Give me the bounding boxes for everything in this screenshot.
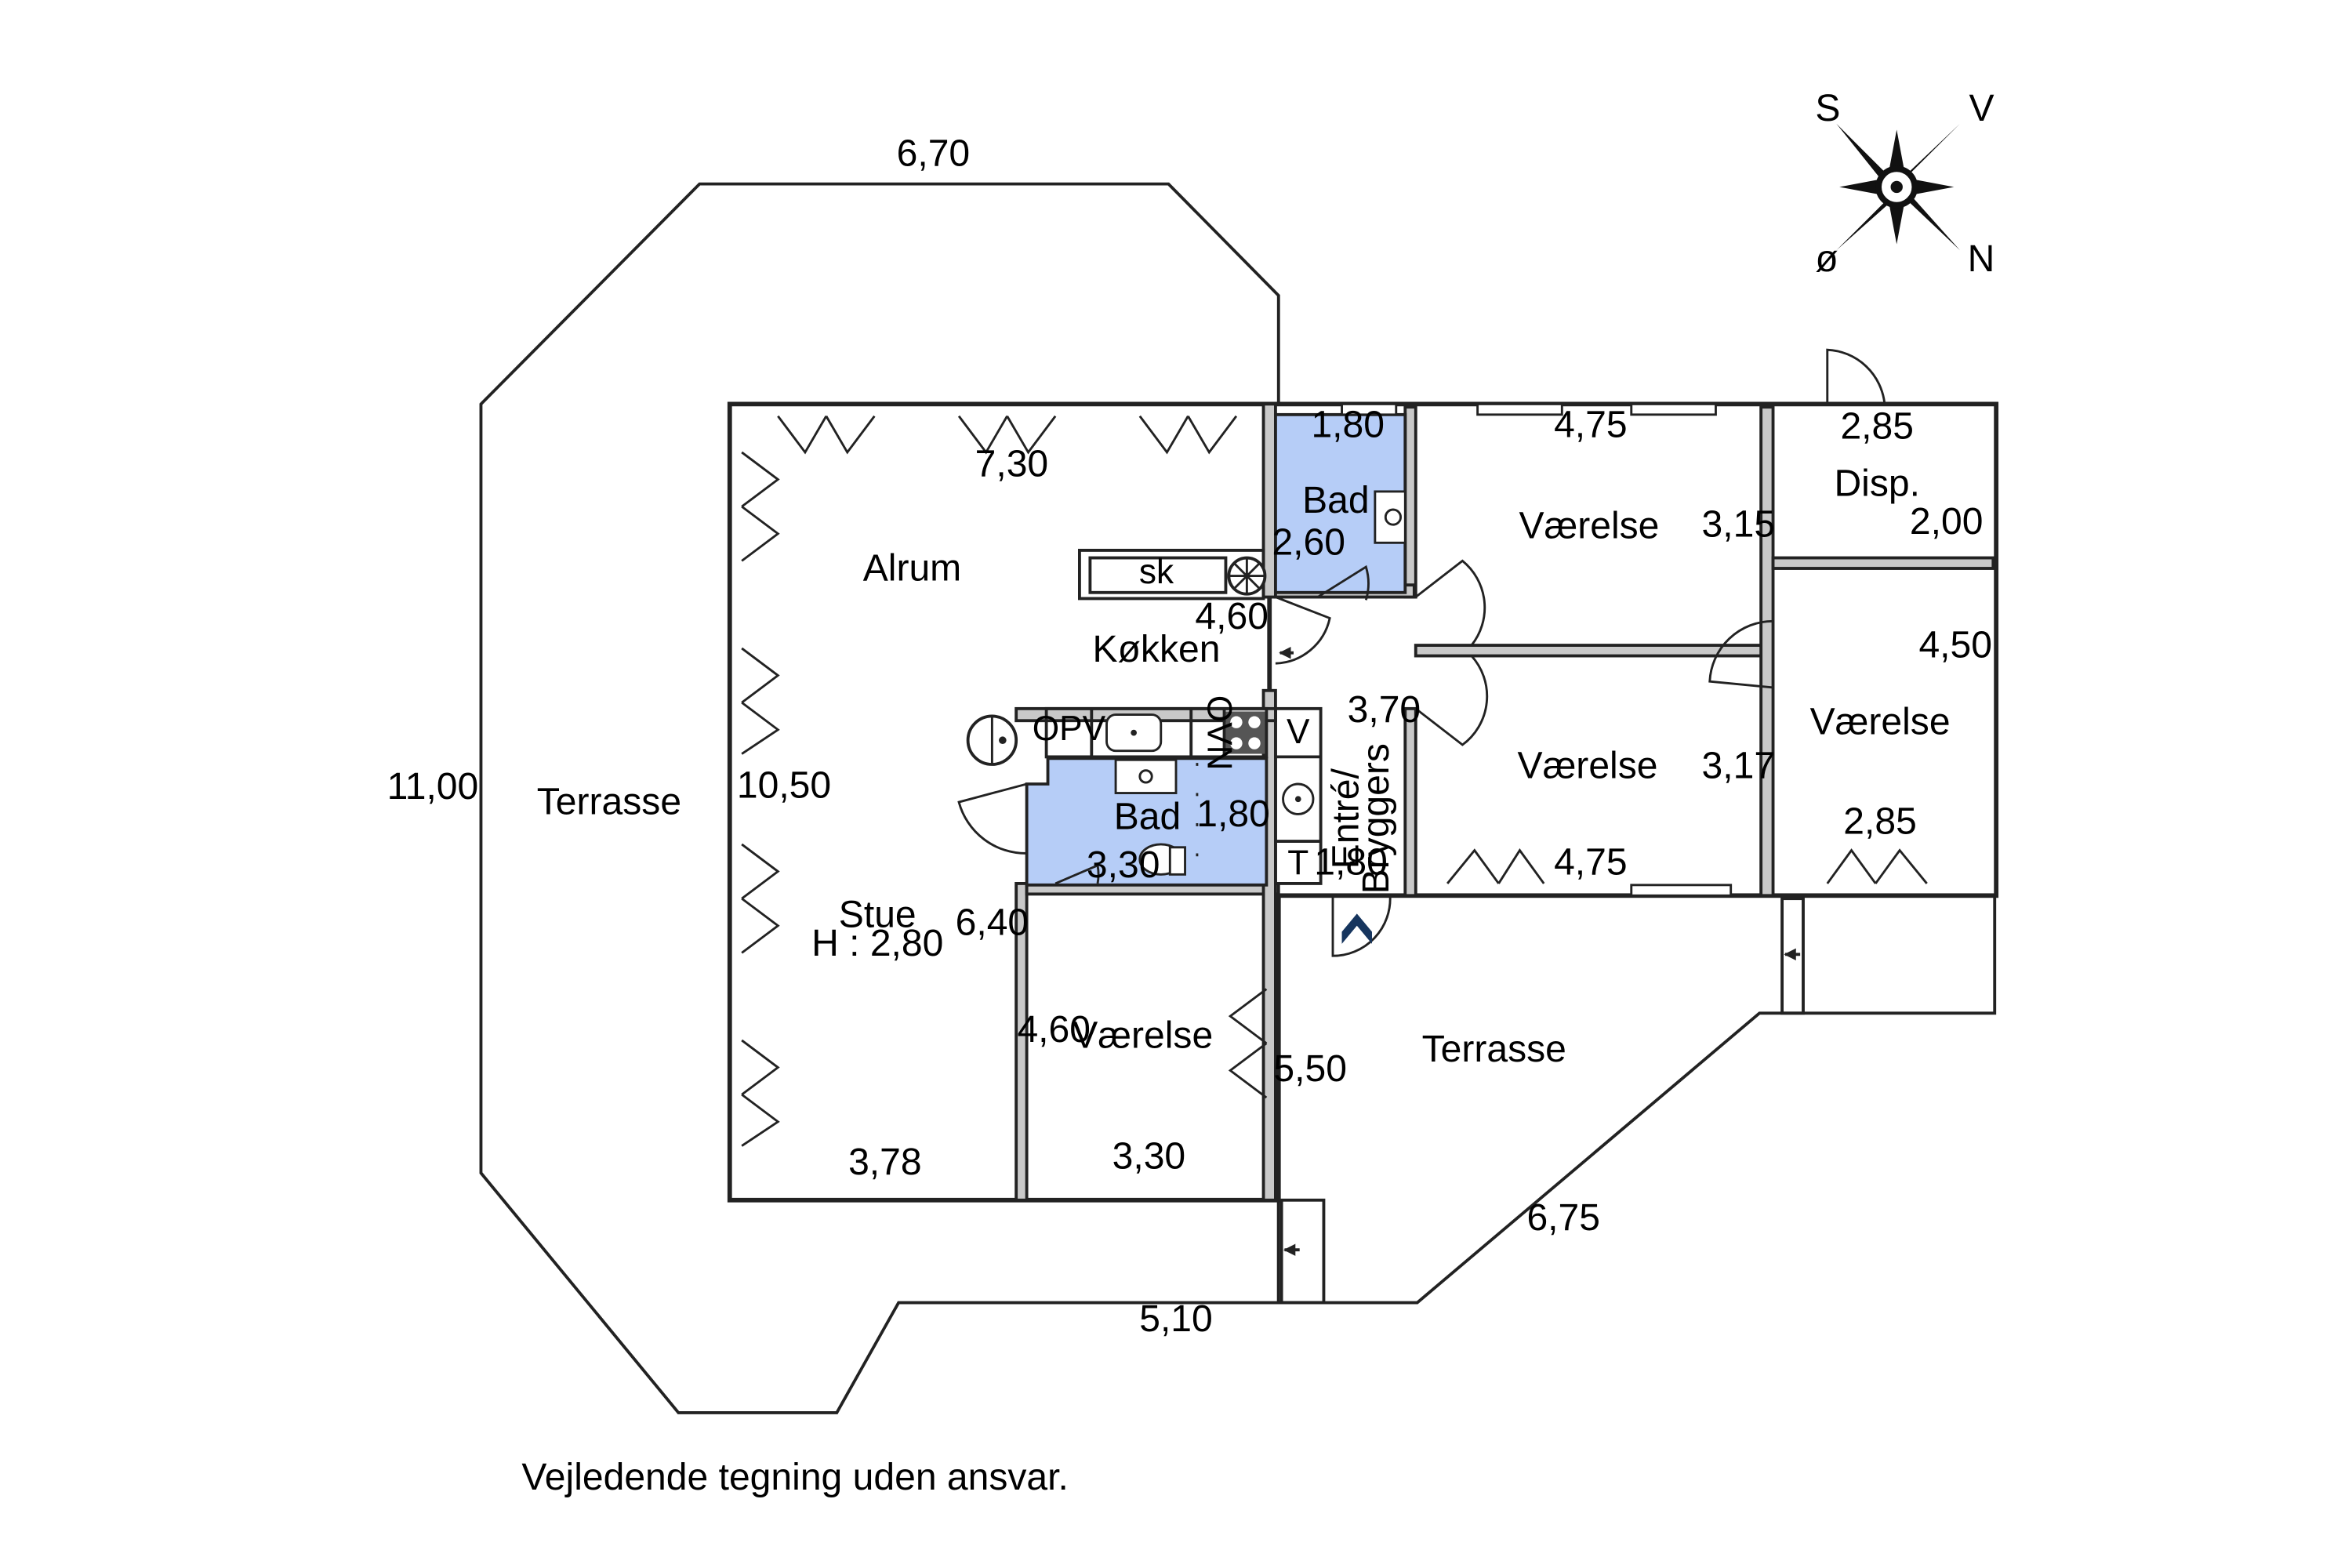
dim-stue-bottom: 3,78: [848, 1141, 922, 1183]
dim-bad-n-left: 2,60: [1272, 521, 1345, 564]
compass-rose-icon: [1836, 123, 1960, 251]
terrace-dim-bottom: 5,10: [1139, 1298, 1213, 1340]
compass-n: N: [1968, 238, 1995, 280]
entrance-arrow-icon: [1341, 913, 1372, 944]
doors: [741, 348, 1928, 1147]
dim-v-sw-bottom: 3,30: [1112, 1134, 1186, 1177]
dim-entre-top: 3,70: [1348, 688, 1421, 731]
terrace-east-outline: [1276, 894, 1997, 1305]
room-stue: Stue: [839, 894, 916, 936]
washbasin-icon: [1282, 782, 1315, 815]
bath-north-sink-icon: [1374, 490, 1406, 544]
dim-bad-s-bottom: 3,30: [1087, 844, 1160, 886]
toilet-icon: [1138, 843, 1186, 876]
dim-bad-s-right: 1,80: [1196, 793, 1270, 835]
room-terrasse-west: Terrasse: [537, 780, 681, 822]
dim-v-e-bottom: 2,85: [1843, 800, 1917, 842]
windows: [1341, 402, 1733, 897]
dim-v-mid-bottom: 4,75: [1554, 840, 1628, 883]
sink-icon: [1105, 713, 1163, 753]
terrace-dim-left: 11,00: [387, 765, 479, 808]
room-bad-south: Bad: [1114, 796, 1181, 838]
dim-v-sw-right: 5,50: [1273, 1047, 1347, 1090]
counter-inner: [1088, 556, 1228, 594]
dim-v-e-right: 4,50: [1918, 623, 1992, 666]
utility-column: [1274, 706, 1323, 885]
room-bad-north: Bad: [1302, 479, 1370, 521]
dim-disp-right: 2,00: [1910, 500, 1984, 543]
dim-entre-bottom: 1,80: [1314, 840, 1388, 883]
dim-v-ne-right: 3,15: [1702, 503, 1776, 546]
compass-o: ø: [1815, 238, 1838, 280]
room-stue-height: H : 2,80: [811, 922, 943, 964]
fan-icon: [1227, 556, 1267, 596]
disclaimer: Vejledende tegning uden ansvar.: [521, 1456, 1068, 1498]
terrace-dim-right: 6,75: [1526, 1196, 1600, 1239]
room-alrum: Alrum: [863, 546, 962, 589]
room-koekken: Køkken: [1093, 628, 1221, 670]
room-vaerelse-ne: Værelse: [1519, 505, 1659, 547]
dim-koekken-right: 4,60: [1195, 595, 1269, 637]
east-step: [1780, 897, 1805, 1015]
dim-stue-right: 6,40: [956, 901, 1029, 943]
room-disp: Disp.: [1834, 463, 1920, 505]
room-bryggers: Bryggers: [1355, 743, 1397, 894]
dim-v-mid-right: 3,17: [1702, 744, 1776, 786]
dim-disp-top: 2,85: [1840, 405, 1914, 448]
dim-stue-left: 10,50: [737, 764, 831, 806]
counter-south: [1044, 706, 1269, 759]
dim-v-sw-left: 4,60: [1017, 1008, 1091, 1051]
dim-v-ne-top: 4,75: [1554, 404, 1628, 446]
label-v: V: [1287, 713, 1310, 751]
bath-south-sink-icon: [1114, 758, 1178, 794]
label-t: T: [1287, 844, 1308, 882]
room-entre: Entré/: [1325, 768, 1367, 869]
room-vaerelse-sw: Værelse: [1073, 1014, 1213, 1057]
dim-alrum-top: 7,30: [975, 443, 1049, 485]
label-opv: OPV: [1033, 710, 1106, 748]
compass-s: S: [1815, 87, 1840, 129]
room-terrasse-east: Terrasse: [1422, 1028, 1566, 1070]
label-ovn: OVN: [1200, 695, 1238, 771]
compass-v: V: [1969, 87, 1994, 129]
stove-icon: [1225, 711, 1265, 754]
south-step: [1279, 1198, 1326, 1305]
dim-bad-n-top: 1,80: [1311, 404, 1385, 446]
terrace-dim-top: 6,70: [897, 132, 971, 175]
room-vaerelse-mid: Værelse: [1518, 744, 1658, 786]
room-vaerelse-east: Værelse: [1810, 701, 1951, 743]
label-sk: sk: [1139, 553, 1174, 591]
